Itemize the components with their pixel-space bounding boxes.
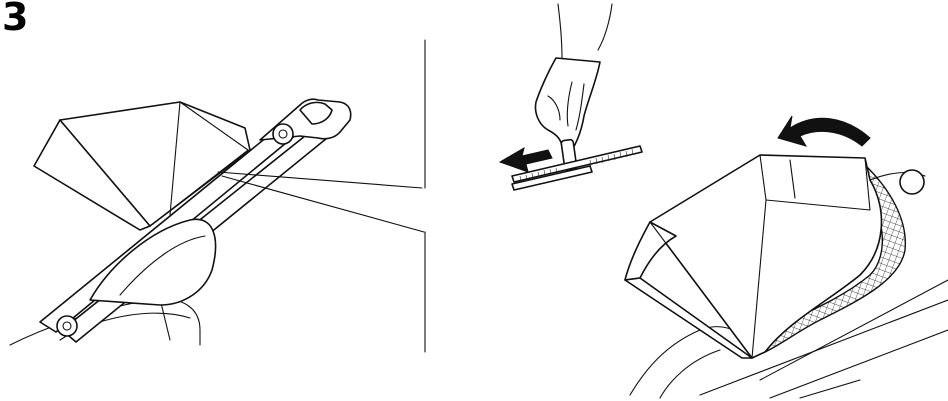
hand-unzipping-zipper-icon [500, 4, 642, 190]
stroller-canopy-detail-icon [10, 40, 425, 352]
canopy-fold-back-icon [625, 116, 948, 398]
fold-back-arrow-icon [778, 116, 870, 146]
